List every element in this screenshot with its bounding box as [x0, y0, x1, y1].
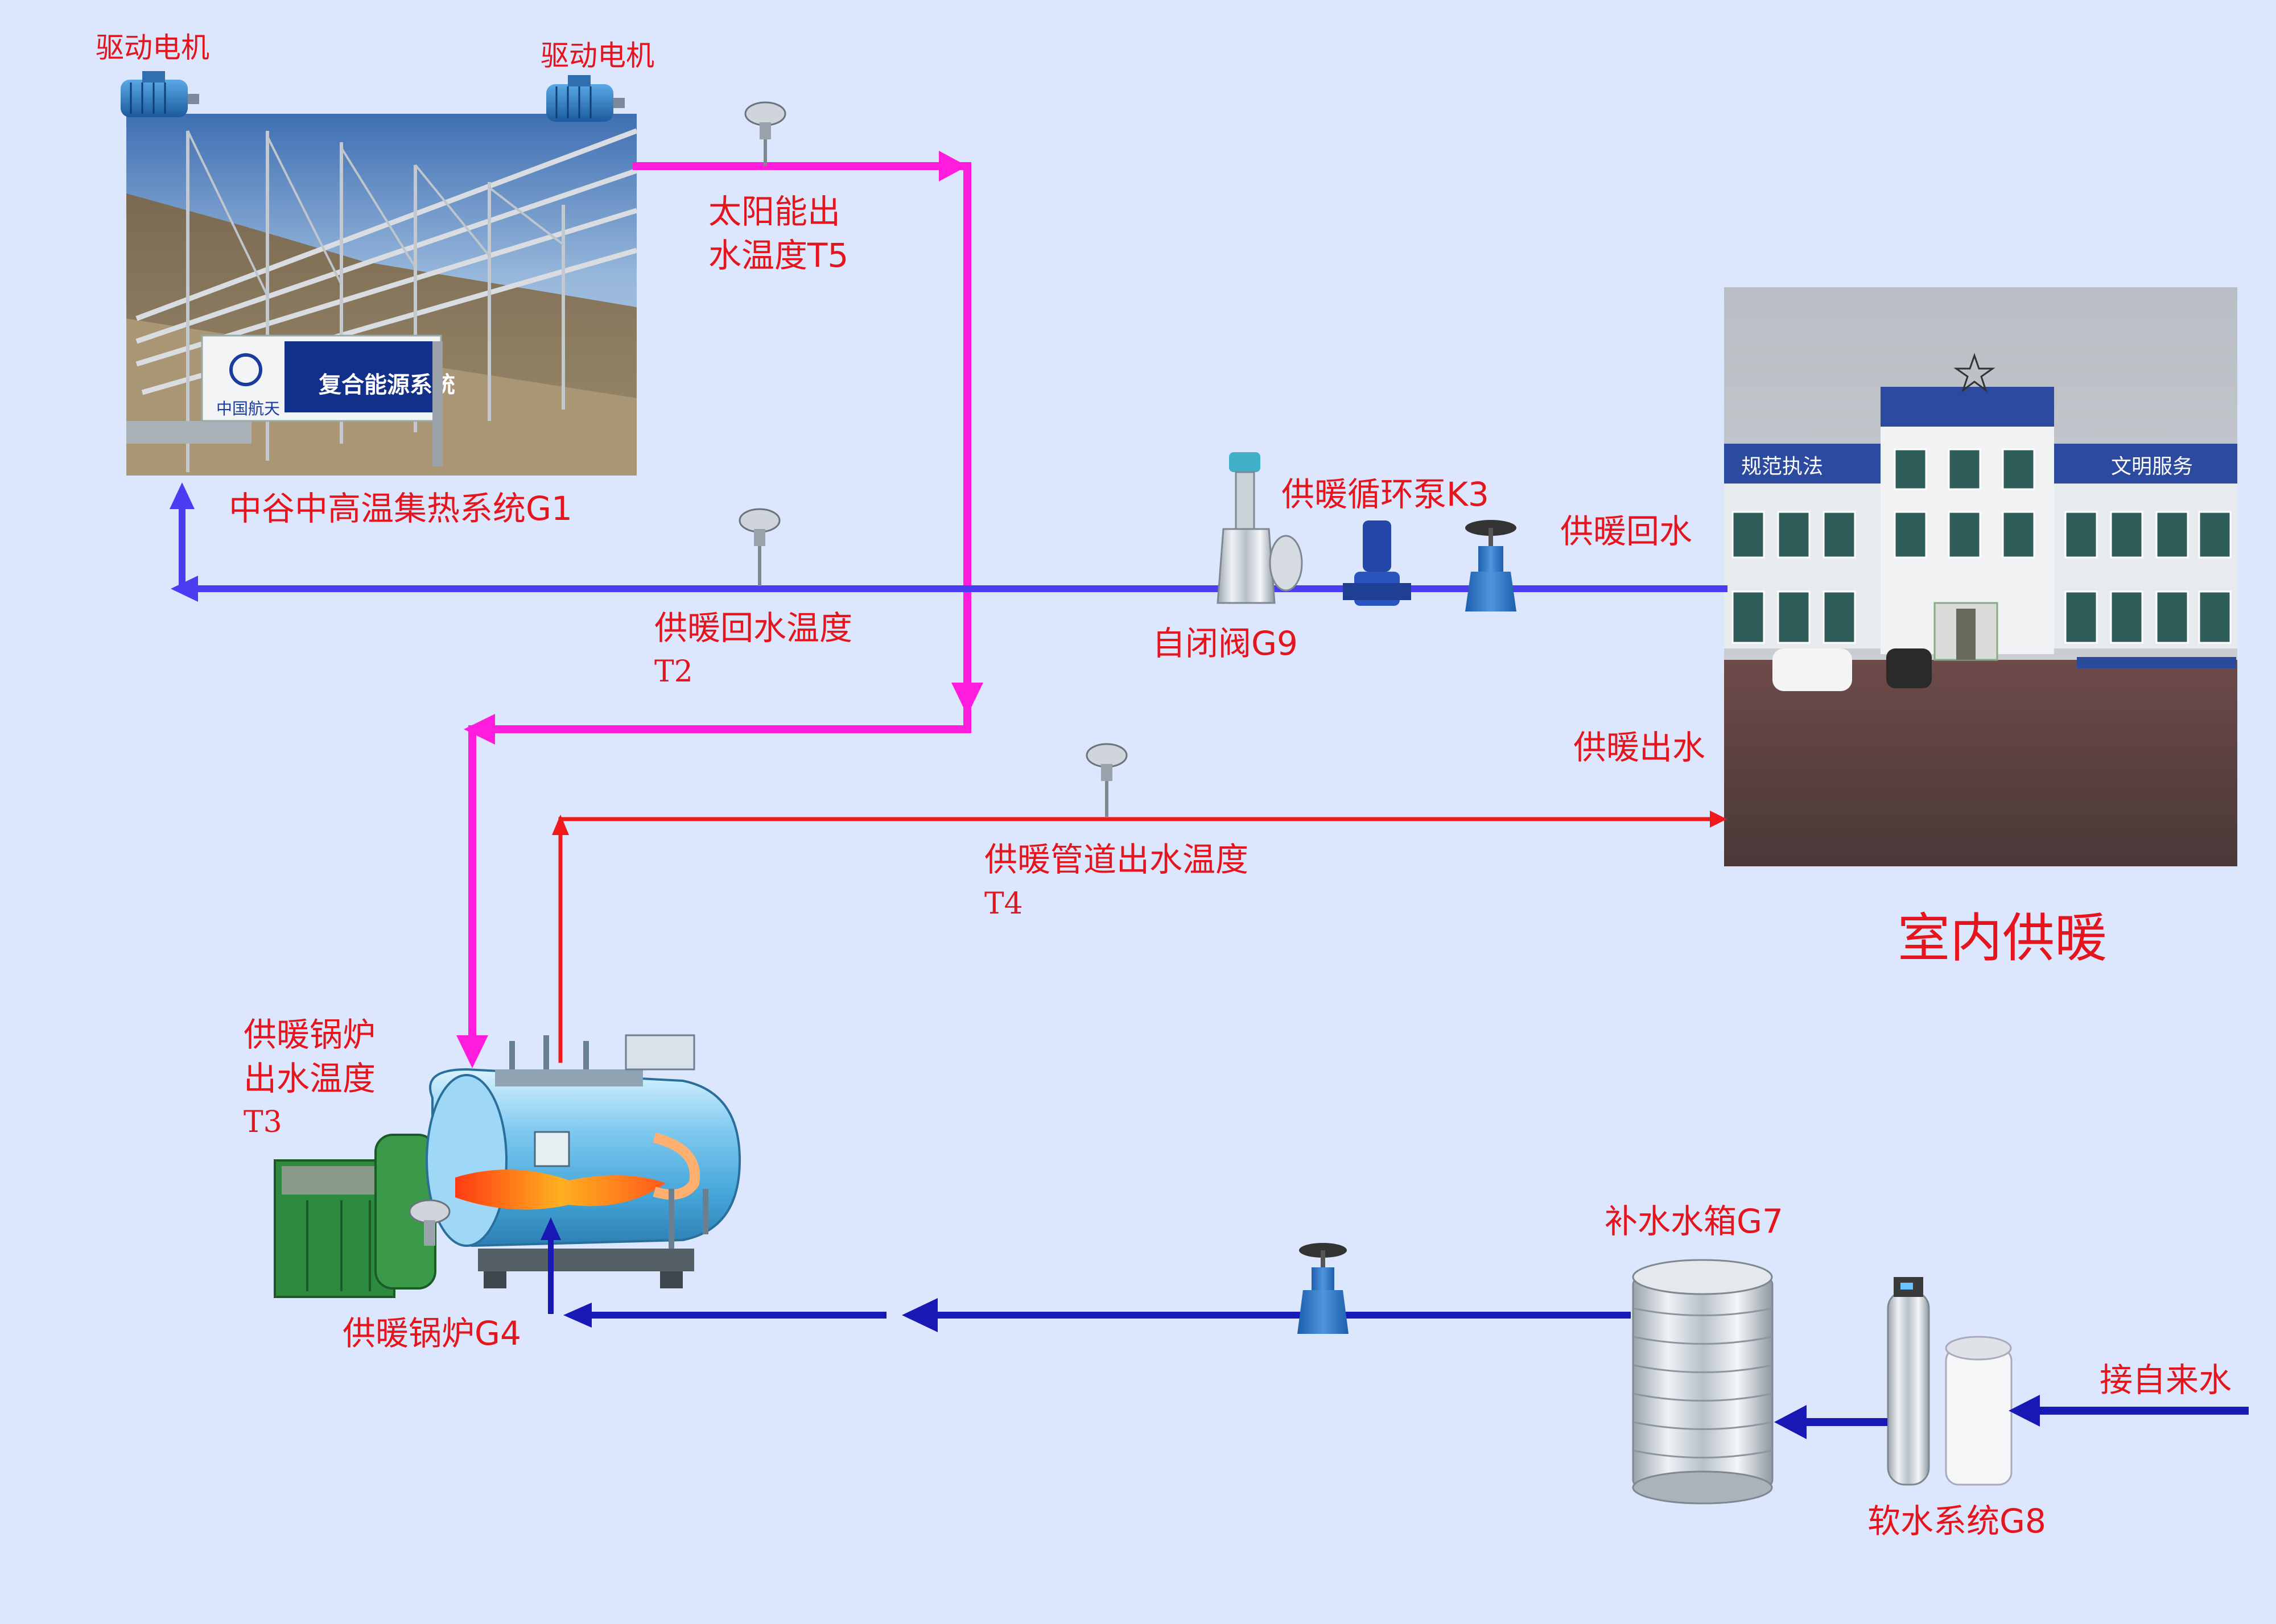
- building-right-sign: 文明服务: [2111, 455, 2193, 478]
- drive-motor-left-icon: [121, 71, 199, 117]
- gate-valve-makeup-icon: [1297, 1243, 1349, 1334]
- boiler-label: 供暖锅炉G4: [343, 1314, 521, 1353]
- heating-return-label: 供暖回水: [1560, 512, 1693, 551]
- water-softener-icon: [1887, 1277, 2013, 1486]
- drive-motor-right-label: 驱动电机: [541, 39, 654, 72]
- indoor-heating-label: 室内供暖: [1898, 908, 2108, 969]
- boiler-out-temp-label-line1: 供暖锅炉: [244, 1015, 376, 1054]
- return-temp-label-line2: T2: [654, 655, 693, 689]
- heating-boiler-icon: [274, 1034, 741, 1298]
- temperature-sensor-t4-icon: [1086, 743, 1128, 817]
- supply-temp-label-line2: T4: [984, 887, 1023, 921]
- banner-brand-text: 中国航天: [216, 399, 280, 418]
- collector-system-label: 中谷中高温集热系统G1: [229, 489, 572, 528]
- solar-outlet-temp-label-line2: 水温度T5: [708, 236, 849, 275]
- solar-collector-photo: 中国航天 复合能源系统: [126, 114, 638, 476]
- drive-motor-left-label: 驱动电机: [96, 31, 209, 64]
- self-closing-valve-icon: [1217, 452, 1303, 604]
- gate-valve-return-icon: [1465, 520, 1516, 611]
- building-left-sign: 规范执法: [1741, 455, 1823, 478]
- heating-supply-label: 供暖出水: [1573, 728, 1706, 767]
- drive-motor-right-icon: [546, 75, 625, 122]
- temperature-sensor-t3-icon: [409, 1199, 451, 1246]
- circulation-pump-label: 供暖循环泵K3: [1281, 475, 1489, 514]
- boiler-out-temp-label-line2: 出水温度: [244, 1059, 376, 1098]
- solar-outlet-temp-label-line1: 太阳能出: [708, 192, 841, 231]
- temperature-sensor-t2-icon: [739, 508, 781, 586]
- return-temp-label-line1: 供暖回水温度: [654, 609, 853, 647]
- building-photo: 规范执法 文明服务: [1724, 287, 2237, 866]
- makeup-tank-label: 补水水箱G7: [1605, 1202, 1783, 1241]
- flow-arrows: [170, 151, 2040, 1439]
- circulation-pump-icon: [1343, 520, 1411, 606]
- tap-water-label: 接自来水: [2100, 1361, 2232, 1399]
- temperature-sensor-t5-icon: [744, 101, 786, 166]
- boiler-out-temp-label-line3: T3: [244, 1105, 282, 1139]
- makeup-water-tank-icon: [1632, 1259, 1774, 1505]
- self-closing-valve-label: 自闭阀G9: [1152, 624, 1298, 663]
- solar-outlet-pipe: [468, 162, 971, 1056]
- softener-label: 软水系统G8: [1867, 1502, 2046, 1540]
- supply-temp-label-line1: 供暖管道出水温度: [984, 840, 1249, 879]
